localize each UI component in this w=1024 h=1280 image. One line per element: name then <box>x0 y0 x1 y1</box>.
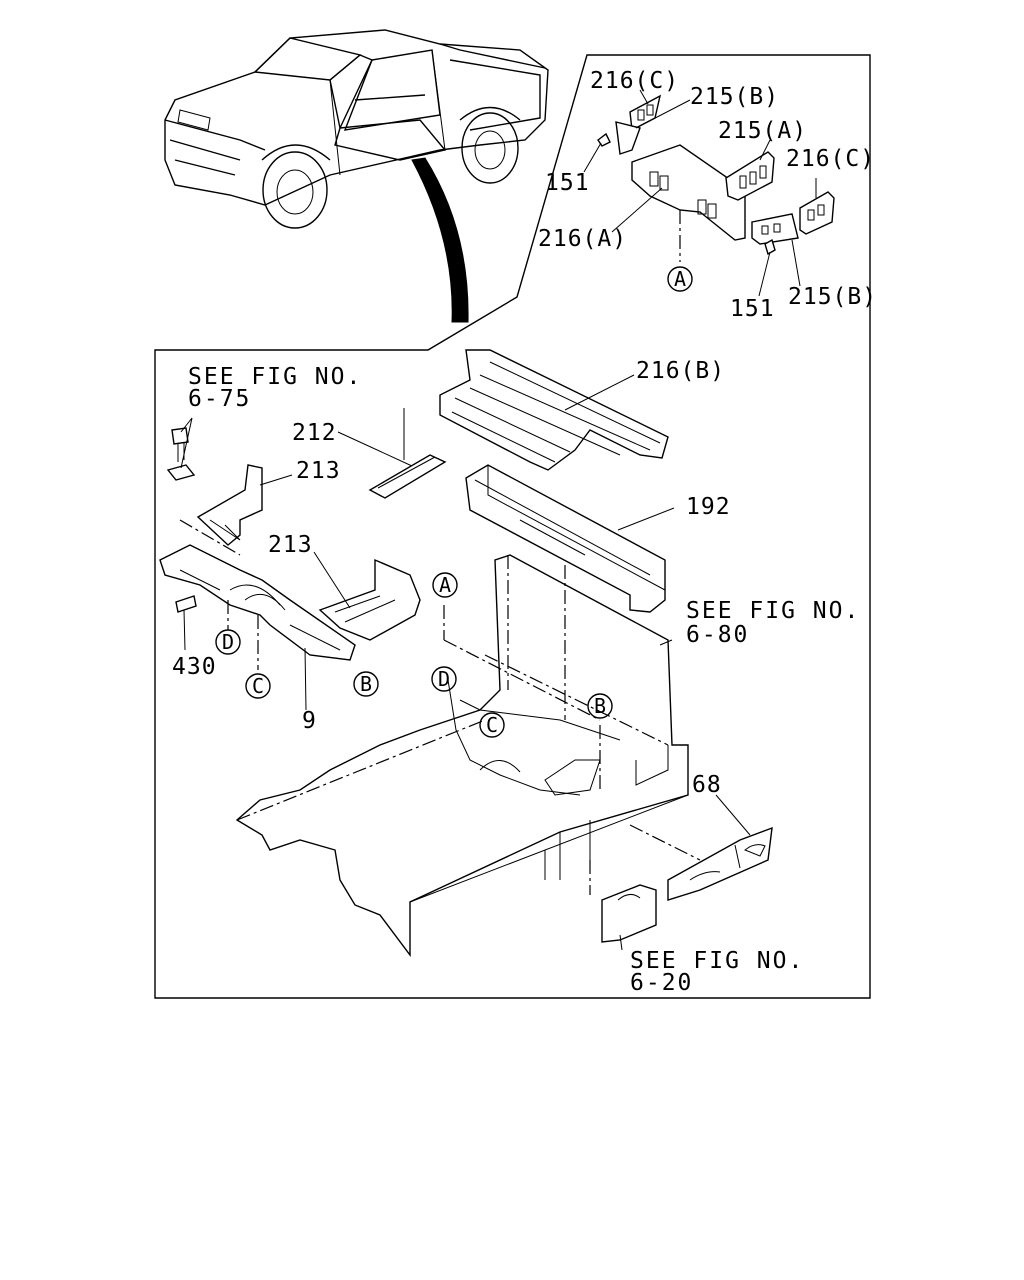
figure-references: SEE FIG NO. 6-75 SEE FIG NO. 6-80 SEE FI… <box>188 364 860 996</box>
leader-lines <box>180 89 817 951</box>
part-212 <box>368 408 447 499</box>
svg-text:C: C <box>486 713 498 737</box>
label-213-mid: 213 <box>268 532 313 558</box>
label-192: 192 <box>686 494 731 520</box>
label-213-top: 213 <box>296 458 341 484</box>
part-9 <box>159 519 356 670</box>
bracket-6-20 <box>601 884 657 943</box>
diagram-frame <box>154 54 871 999</box>
callout-c-main: C <box>479 712 505 738</box>
label-151-bottom: 151 <box>730 296 775 322</box>
svg-text:B: B <box>594 694 606 718</box>
ref-6-80-line2: 6-80 <box>686 622 749 648</box>
ref-6-20-line1: SEE FIG NO. <box>630 948 804 974</box>
svg-text:A: A <box>439 573 451 597</box>
callout-b-left: B <box>353 671 379 697</box>
part-68 <box>667 826 773 901</box>
part-labels: 216(C) 215(B) 215(A) 216(C) 151 216(A) 1… <box>172 68 877 798</box>
ref-6-20-line2: 6-20 <box>630 970 693 996</box>
part-213-upper <box>196 464 263 546</box>
ref-6-75-line1: SEE FIG NO. <box>188 364 362 390</box>
callout-a-main: A <box>432 572 458 598</box>
callout-a-detail: A <box>667 266 693 292</box>
label-215a: 215(A) <box>718 118 807 144</box>
svg-text:D: D <box>222 630 234 654</box>
part-430 <box>175 595 197 613</box>
svg-text:B: B <box>360 672 372 696</box>
label-430: 430 <box>172 654 217 680</box>
callout-c-left: C <box>245 673 271 699</box>
label-215b-bottom: 215(B) <box>788 284 877 310</box>
svg-text:C: C <box>252 674 264 698</box>
ref-6-80-line1: SEE FIG NO. <box>686 598 860 624</box>
callout-b-main: B <box>587 693 613 719</box>
detail-rear-panel <box>597 94 835 262</box>
callout-d-left: D <box>215 629 241 655</box>
label-215b-top: 215(B) <box>690 84 779 110</box>
label-212: 212 <box>292 420 337 446</box>
label-68: 68 <box>692 772 722 798</box>
svg-text:D: D <box>438 667 450 691</box>
label-216b: 216(B) <box>636 358 725 384</box>
part-216b <box>439 349 669 471</box>
label-216a: 216(A) <box>538 226 627 252</box>
label-216c-right: 216(C) <box>786 146 875 172</box>
part-192 <box>465 464 666 613</box>
truck-illustration <box>164 29 549 323</box>
callout-d-main: D <box>431 666 457 692</box>
label-9: 9 <box>302 708 317 734</box>
callouts: A A D C B D B C <box>215 266 693 738</box>
part-213-mid <box>318 558 421 641</box>
label-216c-top: 216(C) <box>590 68 679 94</box>
bolt-washer <box>166 427 196 481</box>
label-151-left: 151 <box>545 170 590 196</box>
ref-6-75-line2: 6-75 <box>188 386 251 412</box>
svg-text:A: A <box>674 267 686 291</box>
floor-assembly <box>235 515 701 958</box>
